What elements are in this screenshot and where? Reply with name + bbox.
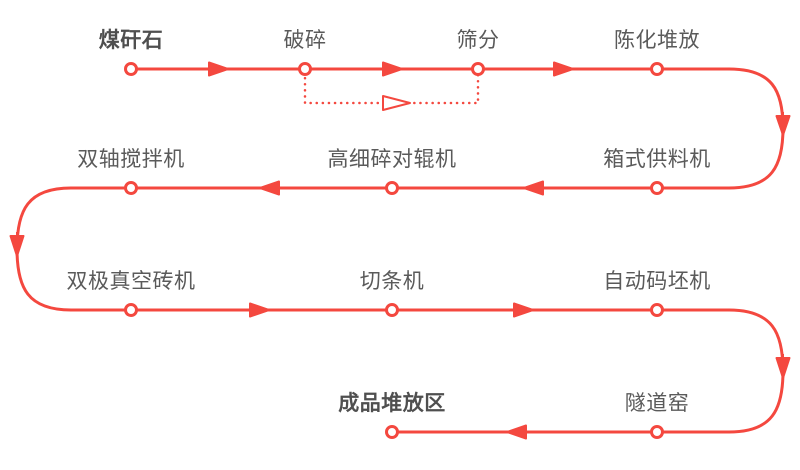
node-label-cutting-machine: 切条机 [359, 269, 425, 293]
uturn-left-middle [15, 186, 73, 312]
node-marker-n4[interactable] [650, 62, 664, 76]
node-label-tunnel-kiln: 隧道窑 [624, 391, 690, 415]
arrow-right-icon [511, 302, 534, 318]
row-2-arrowheads [9, 180, 546, 257]
node-label-crushing: 破碎 [283, 28, 327, 52]
feedback-loop [303, 67, 480, 111]
node-marker-n5[interactable] [650, 181, 664, 195]
node-label-screening: 筛分 [456, 28, 500, 52]
node-marker-n7[interactable] [124, 181, 138, 195]
row-3-arrowheads [247, 302, 791, 379]
arrow-down-icon [9, 232, 25, 257]
node-marker-n8[interactable] [124, 303, 138, 317]
arrow-right-icon [206, 61, 229, 77]
node-label-box-feeder: 箱式供料机 [603, 147, 711, 171]
node-label-aging-stacking: 陈化堆放 [614, 28, 700, 52]
arrow-hollow-left-icon [382, 95, 411, 111]
node-marker-n6[interactable] [385, 181, 399, 195]
node-markers [124, 62, 664, 439]
arrow-left-icon [259, 180, 282, 196]
node-label-vacuum-brick-machine: 双极真空砖机 [66, 269, 196, 293]
node-marker-n9[interactable] [385, 303, 399, 317]
row-4-connectors [390, 424, 731, 440]
row-1-arrowheads [206, 61, 791, 136]
node-label-twin-shaft-mixer: 双轴搅拌机 [77, 147, 185, 171]
node-label-fine-roller-mill: 高细碎对辊机 [327, 147, 457, 171]
arrow-down-icon [775, 112, 791, 136]
arrow-right-icon [551, 61, 574, 77]
node-marker-n10[interactable] [650, 303, 664, 317]
arrow-down-icon [775, 354, 791, 379]
arrow-right-icon [247, 302, 270, 318]
node-label-coal-gangue: 煤矸石 [98, 28, 164, 52]
uturn-right-top [727, 67, 785, 190]
arrow-right-icon [380, 61, 403, 77]
uturn-right-bottom [727, 308, 785, 434]
node-marker-n12[interactable] [385, 425, 399, 439]
node-marker-n1[interactable] [124, 62, 138, 76]
node-label-auto-stacker: 自动码坯机 [603, 269, 711, 293]
node-marker-n11[interactable] [650, 425, 664, 439]
node-marker-n3[interactable] [471, 62, 485, 76]
arrow-left-icon [506, 424, 529, 440]
node-label-finished-yard: 成品堆放区 [338, 391, 446, 415]
node-marker-n2[interactable] [298, 62, 312, 76]
arrow-left-icon [523, 180, 546, 196]
